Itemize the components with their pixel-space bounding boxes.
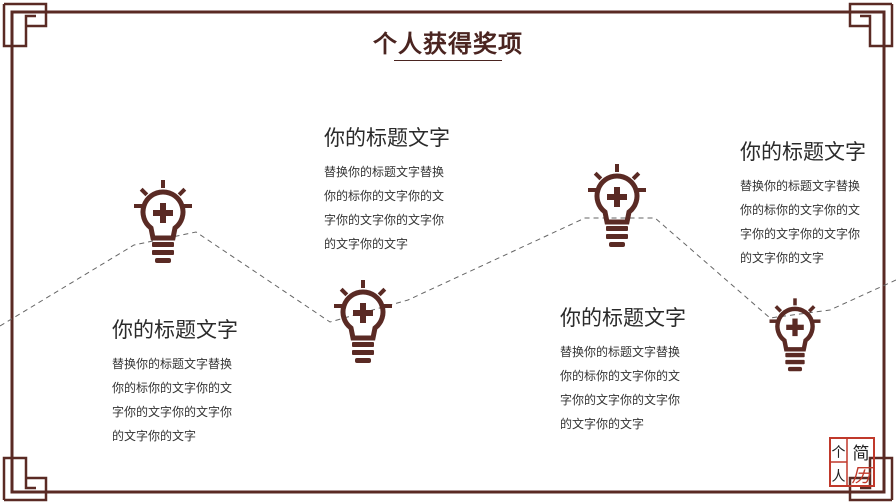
award-heading: 你的标题文字	[112, 318, 238, 342]
award-heading: 你的标题文字	[324, 126, 450, 150]
title-underline	[394, 60, 502, 61]
award-heading: 你的标题文字	[560, 306, 686, 330]
lightbulb-plus-icon	[334, 280, 392, 363]
award-item: 你的标题文字 替换你的标题文字替换你的标你的文字你的文字你的文字你的文字你的文字…	[112, 314, 238, 448]
svg-text:个: 个	[832, 445, 846, 461]
svg-text:人: 人	[832, 469, 846, 485]
svg-text:历: 历	[851, 465, 873, 487]
award-description: 替换你的标题文字替换你的标你的文字你的文字你的文字你的文字你的文字你的文字	[112, 357, 233, 443]
page-title: 个人获得奖项	[373, 30, 523, 58]
svg-text:简: 简	[853, 444, 870, 464]
award-item: 你的标题文字 替换你的标题文字替换你的标你的文字你的文字你的文字你的文字你的文字…	[560, 302, 686, 436]
lightbulb-plus-icon	[769, 298, 821, 372]
award-description: 替换你的标题文字替换你的标你的文字你的文字你的文字你的文字你的文字你的文字	[740, 179, 861, 265]
award-item: 你的标题文字 替换你的标题文字替换你的标你的文字你的文字你的文字你的文字你的文字…	[324, 122, 450, 256]
award-description: 替换你的标题文字替换你的标你的文字你的文字你的文字你的文字你的文字你的文字	[324, 165, 445, 251]
award-item: 你的标题文字 替换你的标题文字替换你的标你的文字你的文字你的文字你的文字你的文字…	[740, 136, 866, 270]
award-heading: 你的标题文字	[740, 140, 866, 164]
lightbulb-plus-icon	[134, 180, 192, 263]
resume-stamp-logo: 个 人 简 历	[829, 437, 875, 487]
lightbulb-plus-icon	[588, 164, 646, 247]
award-description: 替换你的标题文字替换你的标你的文字你的文字你的文字你的文字你的文字你的文字	[560, 345, 681, 431]
